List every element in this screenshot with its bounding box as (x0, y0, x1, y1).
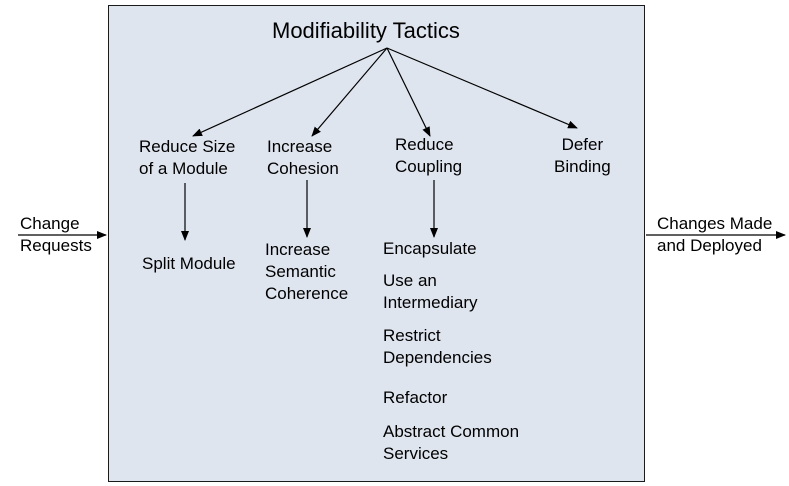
tactic-intermediary-line-1: Use an (383, 271, 437, 290)
category-reduce-coupling-line-2: Coupling (395, 157, 463, 176)
category-reduce-size: Reduce Size of a Module (139, 136, 235, 180)
tactic-intermediary-line-2: Intermediary (383, 293, 478, 312)
tactic-split-module: Split Module (142, 254, 236, 273)
category-defer-binding-line-2: Binding (554, 157, 611, 176)
input-line-2: Requests (20, 236, 92, 255)
category-increase-cohesion: Increase Cohesion (267, 136, 339, 180)
category-reduce-coupling: Reduce Coupling (395, 134, 462, 178)
category-defer-binding-line-1: Defer (561, 135, 604, 154)
tactic-abstract-line-1: Abstract Common (383, 422, 520, 441)
arrow-title-to-increase-cohesion (311, 47, 388, 137)
tactic-isc-line-2: Semantic (265, 262, 336, 281)
tactic-restrict-dependencies: Restrict Dependencies (383, 325, 492, 369)
input-label: Change Requests (20, 213, 92, 257)
tactic-restrict-line-2: Dependencies (383, 348, 492, 367)
tactics-box (108, 5, 645, 482)
arrow-title-to-defer-binding (386, 47, 578, 129)
category-increase-cohesion-line-1: Increase (267, 137, 333, 156)
tactic-encapsulate: Encapsulate (383, 239, 477, 258)
arrow-title-to-reduce-coupling (386, 47, 431, 137)
output-label: Changes Made and Deployed (657, 213, 772, 257)
tactic-use-an-intermediary: Use an Intermediary (383, 270, 477, 314)
tactic-abstract-common-services: Abstract Common Services (383, 421, 519, 465)
tactic-isc-line-1: Increase (265, 240, 331, 259)
output-line-2: and Deployed (657, 236, 762, 255)
tactic-restrict-line-1: Restrict (383, 326, 441, 345)
output-line-1: Changes Made (657, 214, 773, 233)
input-line-1: Change (20, 214, 80, 233)
tactic-increase-semantic-coherence: Increase Semantic Coherence (265, 239, 348, 305)
diagram-title: Modifiability Tactics (272, 18, 460, 43)
category-increase-cohesion-line-2: Cohesion (267, 159, 339, 178)
category-reduce-size-line-2: of a Module (139, 159, 228, 178)
tactic-abstract-line-2: Services (383, 444, 449, 463)
category-reduce-coupling-line-1: Reduce (395, 135, 454, 154)
tactic-refactor: Refactor (383, 388, 448, 407)
category-defer-binding: Defer Binding (554, 134, 611, 178)
arrow-title-to-reduce-size (192, 47, 388, 137)
category-reduce-size-line-1: Reduce Size (139, 137, 236, 156)
tactic-isc-line-3: Coherence (265, 284, 349, 303)
